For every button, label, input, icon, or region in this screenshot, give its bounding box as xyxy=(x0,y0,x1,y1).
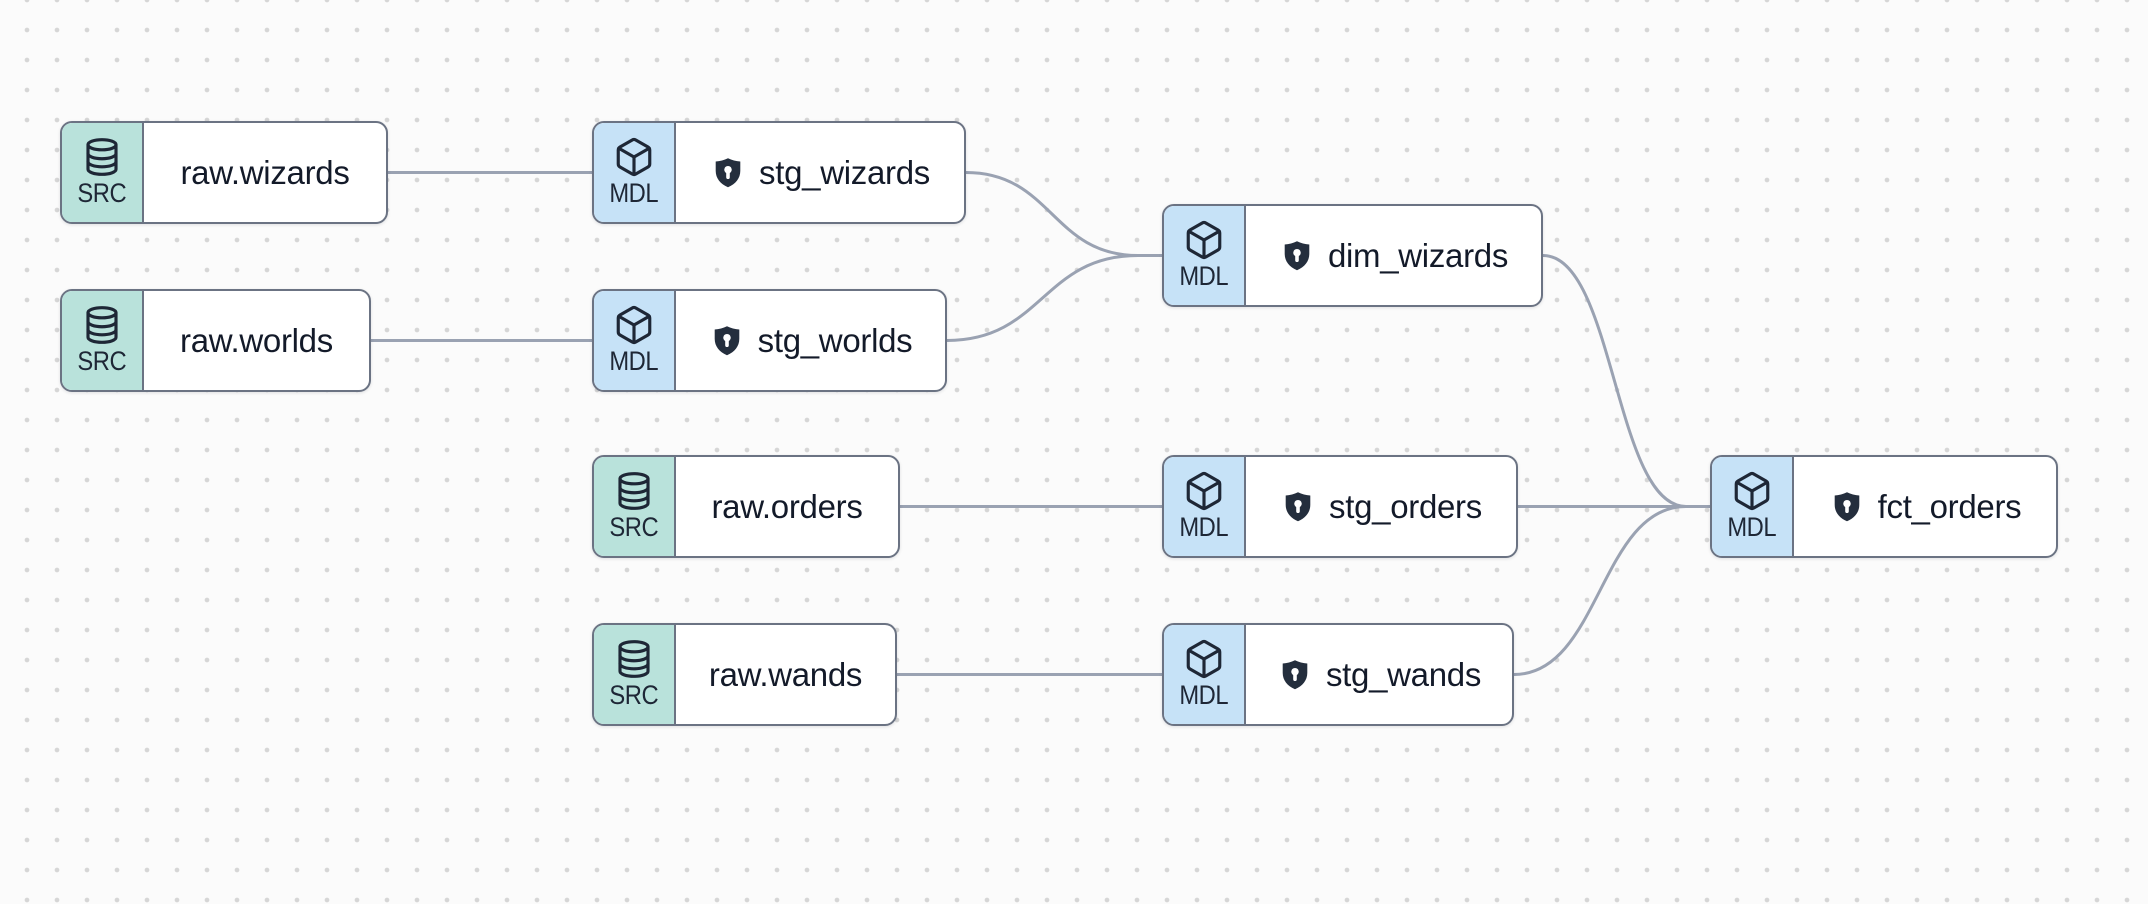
node-body: dim_wizards xyxy=(1246,206,1541,305)
shield-icon xyxy=(1280,489,1316,525)
database-icon xyxy=(81,136,123,178)
node-type-badge: MDL xyxy=(1164,457,1246,556)
shield-icon xyxy=(709,323,745,359)
shield-icon xyxy=(1277,657,1313,693)
node-stg_wands[interactable]: MDL stg_wands xyxy=(1162,623,1514,726)
node-label: dim_wizards xyxy=(1327,236,1509,274)
node-body: raw.orders xyxy=(676,457,898,556)
node-body: stg_wizards xyxy=(676,123,964,222)
node-label: stg_worlds xyxy=(757,321,913,359)
node-stg_worlds[interactable]: MDL stg_worlds xyxy=(592,289,947,392)
node-type-badge: MDL xyxy=(594,291,676,390)
node-type-label: MDL xyxy=(1727,511,1777,542)
node-type-badge: SRC xyxy=(594,457,676,556)
database-icon xyxy=(613,470,655,512)
node-type-label: SRC xyxy=(609,511,659,542)
node-stg_orders[interactable]: MDL stg_orders xyxy=(1162,455,1518,558)
node-stg_wizards[interactable]: MDL stg_wizards xyxy=(592,121,966,224)
node-label: raw.orders xyxy=(711,487,863,525)
node-dim_wizards[interactable]: MDL dim_wizards xyxy=(1162,204,1543,307)
edge-stg_wizards-dim_wizards xyxy=(964,171,1164,257)
node-body: stg_worlds xyxy=(676,291,945,390)
node-body: fct_orders xyxy=(1794,457,2056,556)
node-type-label: MDL xyxy=(609,177,659,208)
node-label: stg_wands xyxy=(1325,655,1482,693)
edge-dim_wizards-fct_orders xyxy=(1541,254,1712,508)
cube-icon xyxy=(613,136,655,178)
cube-icon xyxy=(1183,219,1225,261)
node-type-badge: MDL xyxy=(1164,206,1246,305)
node-raw_wizards[interactable]: SRC raw.wizards xyxy=(60,121,388,224)
node-label: stg_orders xyxy=(1329,487,1482,525)
node-raw_wands[interactable]: SRC raw.wands xyxy=(592,623,897,726)
shield-icon xyxy=(1829,489,1865,525)
node-type-label: SRC xyxy=(77,177,127,208)
node-type-label: SRC xyxy=(77,345,127,376)
node-body: raw.wands xyxy=(676,625,895,724)
node-label: raw.wizards xyxy=(180,153,350,191)
node-label: raw.wands xyxy=(708,655,863,693)
edge-stg_worlds-dim_wizards xyxy=(945,254,1164,342)
node-label: fct_orders xyxy=(1877,487,2022,525)
node-body: stg_orders xyxy=(1246,457,1516,556)
cube-icon xyxy=(1731,470,1773,512)
node-label: stg_wizards xyxy=(759,153,930,191)
cube-icon xyxy=(1183,470,1225,512)
node-type-label: MDL xyxy=(1179,511,1229,542)
node-type-label: MDL xyxy=(1179,260,1229,291)
shield-icon xyxy=(710,155,746,191)
node-type-label: MDL xyxy=(1179,679,1229,710)
node-type-label: MDL xyxy=(609,345,659,376)
cube-icon xyxy=(613,304,655,346)
database-icon xyxy=(81,304,123,346)
shield-icon xyxy=(1279,238,1315,274)
node-raw_orders[interactable]: SRC raw.orders xyxy=(592,455,900,558)
node-type-badge: MDL xyxy=(1712,457,1794,556)
node-type-badge: MDL xyxy=(1164,625,1246,724)
cube-icon xyxy=(1183,638,1225,680)
node-type-badge: SRC xyxy=(62,291,144,390)
edge-stg_wands-fct_orders xyxy=(1512,505,1712,676)
node-type-badge: SRC xyxy=(594,625,676,724)
node-raw_worlds[interactable]: SRC raw.worlds xyxy=(60,289,371,392)
node-body: stg_wands xyxy=(1246,625,1512,724)
node-fct_orders[interactable]: MDL fct_orders xyxy=(1710,455,2058,558)
node-body: raw.worlds xyxy=(144,291,369,390)
node-type-badge: SRC xyxy=(62,123,144,222)
node-body: raw.wizards xyxy=(144,123,386,222)
node-type-label: SRC xyxy=(609,679,659,710)
database-icon xyxy=(613,638,655,680)
node-type-badge: MDL xyxy=(594,123,676,222)
node-label: raw.worlds xyxy=(180,321,333,359)
